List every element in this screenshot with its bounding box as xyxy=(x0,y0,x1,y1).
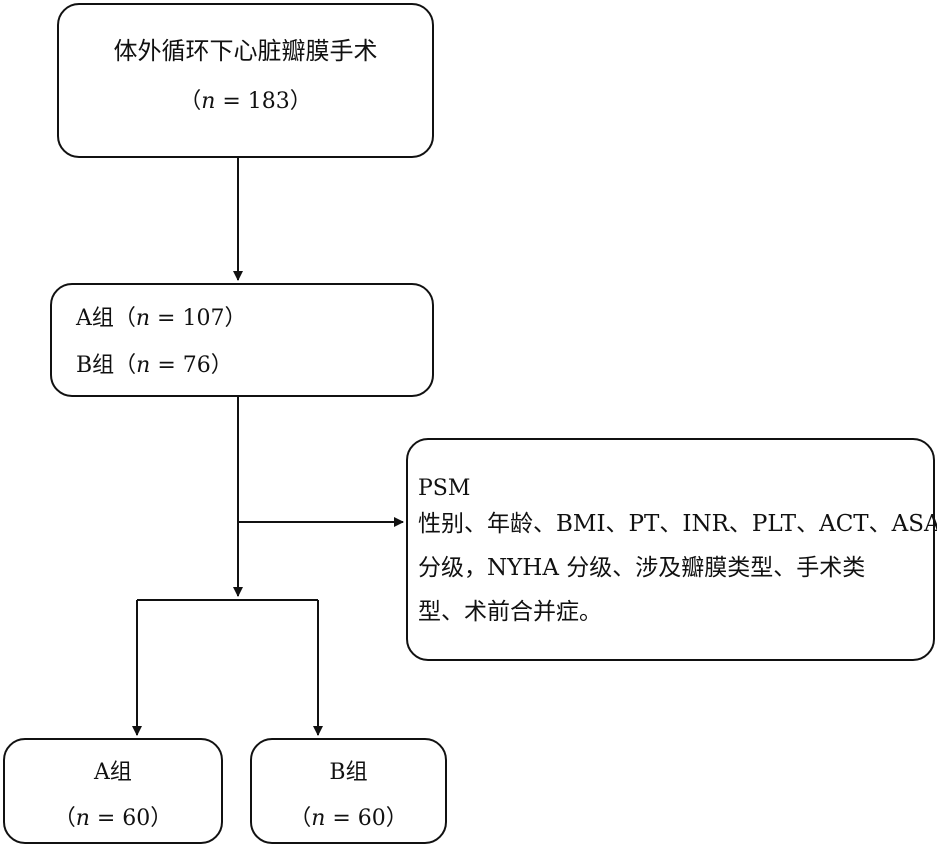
node-psm: PSM 性别、年龄、BMI、PT、INR、PLT、ACT、ASA 分级，NYHA… xyxy=(406,438,937,661)
group-b-before: B组（n = 76） xyxy=(76,353,233,378)
node-total-count: （n = 183） xyxy=(179,89,312,114)
group-b-after-count: （n = 60） xyxy=(289,806,408,831)
node-group-b-after: B组 （n = 60） xyxy=(250,738,447,844)
group-a-before: A组（n = 107） xyxy=(76,306,247,331)
psm-line-1: PSM xyxy=(418,476,471,501)
node-total-title: 体外循环下心脏瓣膜手术 xyxy=(113,37,378,65)
node-group-a-after: A组 （n = 60） xyxy=(3,738,223,844)
psm-line-2: 性别、年龄、BMI、PT、INR、PLT、ACT、ASA xyxy=(418,511,937,537)
node-groups-before: A组（n = 107） B组（n = 76） xyxy=(50,283,434,397)
group-a-after-title: A组 xyxy=(94,760,132,785)
psm-line-3: 分级，NYHA 分级、涉及瓣膜类型、手术类 xyxy=(418,555,866,581)
group-b-after-title: B组 xyxy=(329,760,368,785)
group-a-after-count: （n = 60） xyxy=(53,806,173,831)
node-total: 体外循环下心脏瓣膜手术 （n = 183） xyxy=(57,3,434,158)
psm-line-4: 型、术前合并症。 xyxy=(418,599,602,625)
